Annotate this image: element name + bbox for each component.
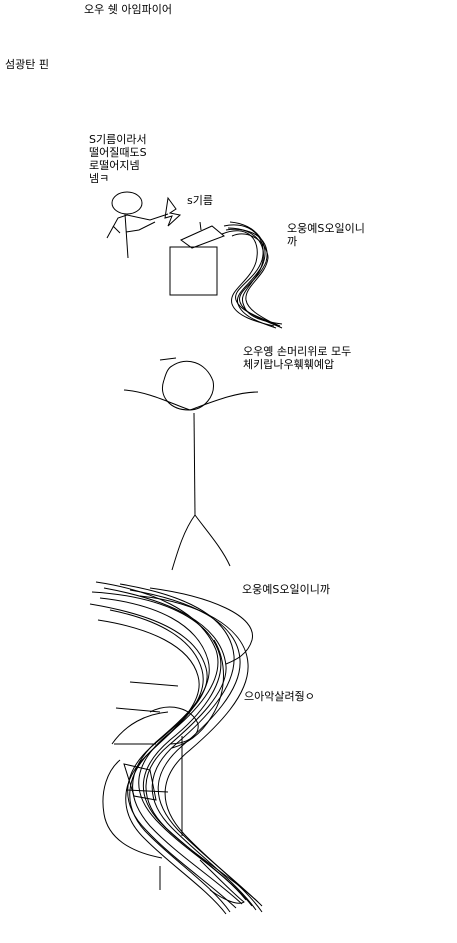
s-grip-small-label: s기름 xyxy=(187,194,213,207)
hands-up-line1: 오우옝 손머리위로 모두 xyxy=(243,345,352,358)
wow-s-oil-bottom: 오웅예S오일이니까 xyxy=(242,583,330,596)
s-grip-note-line2: 떨어질때도S xyxy=(89,146,147,159)
hands-up-stick-figure xyxy=(123,357,259,571)
s-scribble-small xyxy=(221,221,283,329)
hands-up-line2: 체키랍나우훾훾예압 xyxy=(243,358,335,371)
wow-s-oil-line1: 오웅예S오일이니 xyxy=(287,222,365,235)
spark-burst xyxy=(164,196,182,227)
wow-s-oil-line2: 까 xyxy=(287,235,298,248)
s-grip-note-line3: 로떨어지넴 xyxy=(89,159,140,172)
small-stick-figure xyxy=(106,191,169,259)
s-scribble-large xyxy=(89,581,263,915)
s-grip-note-line4: 넴ㅋ xyxy=(89,172,110,185)
title-text: 오우 쉣 아임파이어 xyxy=(84,3,172,16)
s-grip-note-line1: S기름이라서 xyxy=(89,133,147,146)
help-scream: 으아악살려줭ㅇ xyxy=(244,690,315,703)
pin-label: 섬광탄 핀 xyxy=(5,58,49,71)
grenade-box xyxy=(169,221,225,296)
